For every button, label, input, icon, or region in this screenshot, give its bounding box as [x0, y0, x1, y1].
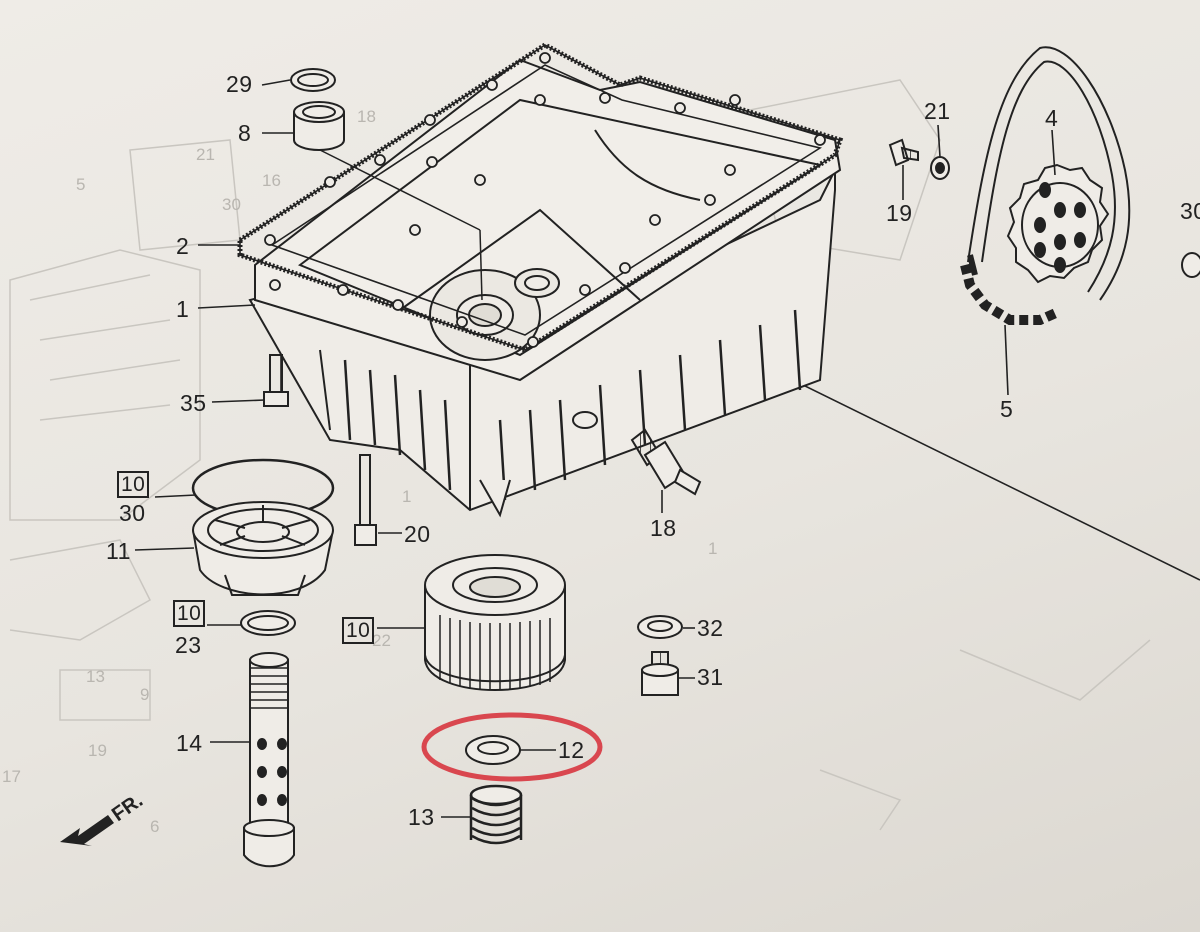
- part-label-8: 8: [238, 120, 252, 146]
- part-label-19: 19: [886, 200, 913, 226]
- ref-box-10-b: 10: [173, 600, 206, 627]
- filter-element-10-drawing: [424, 554, 566, 691]
- part-label-35: 35: [180, 390, 207, 416]
- ghost-label: 22: [372, 631, 391, 650]
- pressure-switch-18-drawing: [630, 428, 702, 496]
- part-label-12: 12: [558, 737, 585, 763]
- part-label-23: 23: [175, 632, 202, 658]
- partial-part-edge: [1181, 252, 1200, 278]
- o-ring-23-drawing: [240, 610, 296, 636]
- sprocket-4-drawing: [1006, 163, 1110, 284]
- part-label-18: 18: [650, 515, 677, 541]
- ghost-label: 9: [140, 685, 150, 704]
- drain-bolt-31-drawing: [641, 651, 679, 696]
- part-label-4: 4: [1045, 105, 1059, 131]
- part-label-1: 1: [176, 296, 190, 322]
- part-label-21: 21: [924, 98, 951, 124]
- part-label-31: 31: [697, 664, 724, 690]
- sealing-washer-32-drawing: [637, 615, 683, 639]
- collar-8-drawing: [293, 101, 345, 151]
- part-label-29: 29: [226, 71, 253, 97]
- part-label-14: 14: [176, 730, 203, 756]
- leader-8b: [479, 229, 483, 301]
- part-label-11: 11: [106, 538, 131, 564]
- ghost-label: 30: [222, 195, 241, 214]
- ghost-engine-outline: [9, 79, 1151, 831]
- ghost-label: 17: [2, 767, 21, 786]
- ref-box-10-a: 10: [117, 471, 150, 498]
- part-label-edge: 30: [1180, 198, 1200, 224]
- part-label-5: 5: [1000, 396, 1014, 422]
- oil-pan-drawing: [248, 58, 842, 518]
- part-label-20: 20: [404, 521, 431, 547]
- part-label-30: 30: [119, 500, 146, 526]
- nut-21-drawing: [930, 156, 950, 180]
- o-ring-29-drawing: [290, 68, 336, 92]
- gasket-drawing: [237, 42, 844, 353]
- spring-13-drawing: [469, 784, 523, 845]
- bolt-20-drawing: [354, 454, 377, 546]
- oil-pipe-14-drawing: [243, 652, 295, 868]
- ghost-label: 21: [196, 145, 215, 164]
- bolt-19-drawing: [888, 138, 919, 167]
- ghost-label: 5: [76, 175, 86, 194]
- ghost-label: 1: [708, 539, 718, 558]
- part-label-2: 2: [176, 233, 190, 259]
- leader-8: [319, 149, 481, 231]
- part-label-13: 13: [408, 804, 435, 830]
- chain-5-drawing: [960, 46, 1131, 325]
- ghost-label: 18: [357, 107, 376, 126]
- ghost-label: 13: [86, 667, 105, 686]
- washer-12-drawing: [465, 735, 521, 765]
- part-label-10-boxed: 10: [342, 617, 375, 644]
- ghost-label: 6: [150, 817, 160, 836]
- ghost-label: 16: [262, 171, 281, 190]
- ghost-label: 19: [88, 741, 107, 760]
- bolt-35-drawing: [263, 354, 289, 407]
- front-direction-arrow: [60, 815, 114, 846]
- highlight-circle: [421, 712, 603, 782]
- part-label-32: 32: [697, 615, 724, 641]
- flange-bolt-holes: [264, 52, 826, 348]
- leader-lines: [134, 79, 1056, 818]
- ghost-label: 1: [402, 487, 412, 506]
- filter-cover-11-drawing: [192, 501, 334, 596]
